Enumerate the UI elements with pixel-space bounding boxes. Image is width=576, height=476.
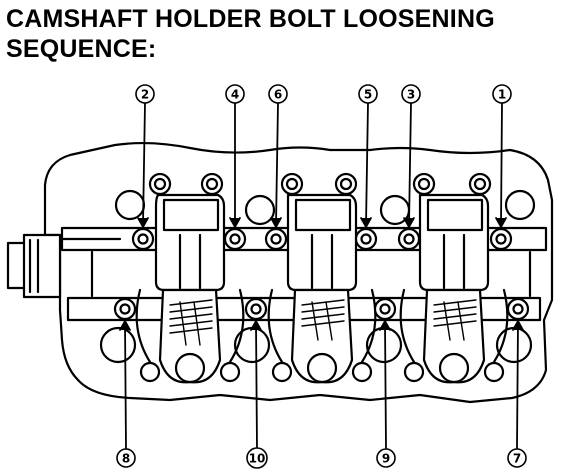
rocker-assembly-1 [135, 172, 245, 384]
rocker-assembly-2 [267, 172, 377, 384]
callout-3: 3 [401, 84, 421, 104]
callout-5: 5 [358, 84, 378, 104]
title-line-2: SEQUENCE: [6, 35, 157, 63]
callout-8: 8 [116, 448, 136, 468]
head-bolt-hole [244, 194, 276, 226]
callout-7: 7 [507, 448, 527, 468]
head-bolt-hole [365, 326, 403, 364]
holder-bolt-2 [131, 227, 155, 251]
holder-bolt-6 [264, 227, 288, 251]
head-bolt-hole [99, 326, 137, 364]
rocker-assembly-3 [399, 172, 509, 384]
callout-label: 4 [231, 88, 239, 102]
callout-label: 6 [274, 88, 282, 102]
holder-bolt-7 [506, 297, 530, 321]
diagram-title: CAMSHAFT HOLDER BOLT LOOSENING SEQUENCE: [6, 4, 495, 64]
holder-bolt-8 [113, 297, 137, 321]
callout-9: 9 [376, 448, 396, 468]
head-bolt-hole [233, 326, 271, 364]
callout-label: 8 [122, 452, 130, 466]
callout-label: 2 [141, 88, 149, 102]
head-bolt-hole [504, 189, 536, 221]
cylinder-head-outline [43, 142, 554, 404]
leader-lines-bottom [119, 320, 524, 449]
holder-bolt-3 [397, 227, 421, 251]
holder-bolt-1 [489, 227, 513, 251]
callout-2: 2 [135, 84, 155, 104]
callout-label: 10 [249, 452, 266, 466]
callout-label: 3 [407, 88, 415, 102]
holder-bolt-10 [244, 297, 268, 321]
holder-bolt-4 [223, 227, 247, 251]
callout-label: 9 [382, 452, 390, 466]
holder-bolt-5 [354, 227, 378, 251]
callout-label: 5 [364, 88, 372, 102]
callout-10: 10 [246, 447, 268, 469]
holder-bolt-9 [373, 297, 397, 321]
head-bolt-hole [114, 189, 146, 221]
callout-label: 7 [513, 452, 521, 466]
callout-6: 6 [268, 84, 288, 104]
callout-label: 1 [498, 88, 506, 102]
callout-1: 1 [492, 84, 512, 104]
callout-4: 4 [225, 84, 245, 104]
title-line-1: CAMSHAFT HOLDER BOLT LOOSENING [6, 5, 495, 33]
leader-lines-top [137, 102, 507, 228]
